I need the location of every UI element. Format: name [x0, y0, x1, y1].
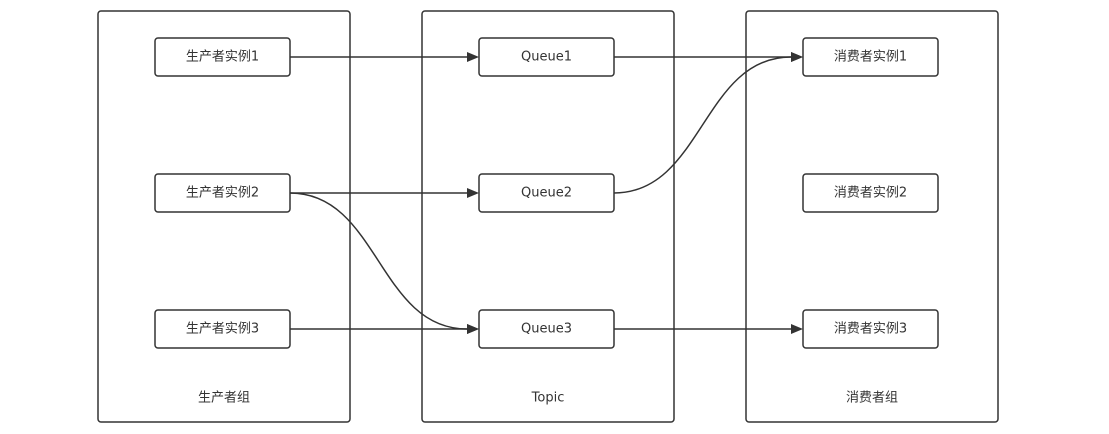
producer-1-box — [154, 37, 291, 77]
consumer-group-label: 消费者组 — [846, 391, 898, 406]
producer-3-box — [154, 309, 291, 349]
producer-group-label: 生产者组 — [198, 391, 250, 406]
consumer-2-label: 消费者实例2 — [834, 186, 907, 201]
queue-2-label: Queue2 — [521, 186, 572, 201]
producer-1-label: 生产者实例1 — [186, 50, 259, 65]
consumer-1-box — [802, 37, 939, 77]
consumer-3-box — [802, 309, 939, 349]
topic-label: Topic — [531, 391, 565, 406]
queue-1-box — [478, 37, 615, 77]
arrowhead-producer-3-to-queue-3 — [467, 324, 479, 334]
queue-1-label: Queue1 — [521, 50, 572, 65]
arrowhead-queue-3-to-consumer-3 — [791, 324, 803, 334]
edge-producer-2-to-queue-3 — [289, 192, 468, 330]
edge-queue-2-to-consumer-1 — [613, 56, 792, 194]
queue-3-label: Queue3 — [521, 322, 572, 337]
arrowhead-producer-1-to-queue-1 — [467, 52, 479, 62]
producer-2-label: 生产者实例2 — [186, 186, 259, 201]
consumer-3-label: 消费者实例3 — [834, 322, 907, 337]
queue-3-box — [478, 309, 615, 349]
queue-2-box — [478, 173, 615, 213]
producer-2-box — [154, 173, 291, 213]
consumer-1-label: 消费者实例1 — [834, 50, 907, 65]
arrowhead-queue-2-to-consumer-1 — [791, 52, 803, 62]
producer-3-label: 生产者实例3 — [186, 322, 259, 337]
consumer-2-box — [802, 173, 939, 213]
arrowhead-producer-2-to-queue-2 — [467, 188, 479, 198]
